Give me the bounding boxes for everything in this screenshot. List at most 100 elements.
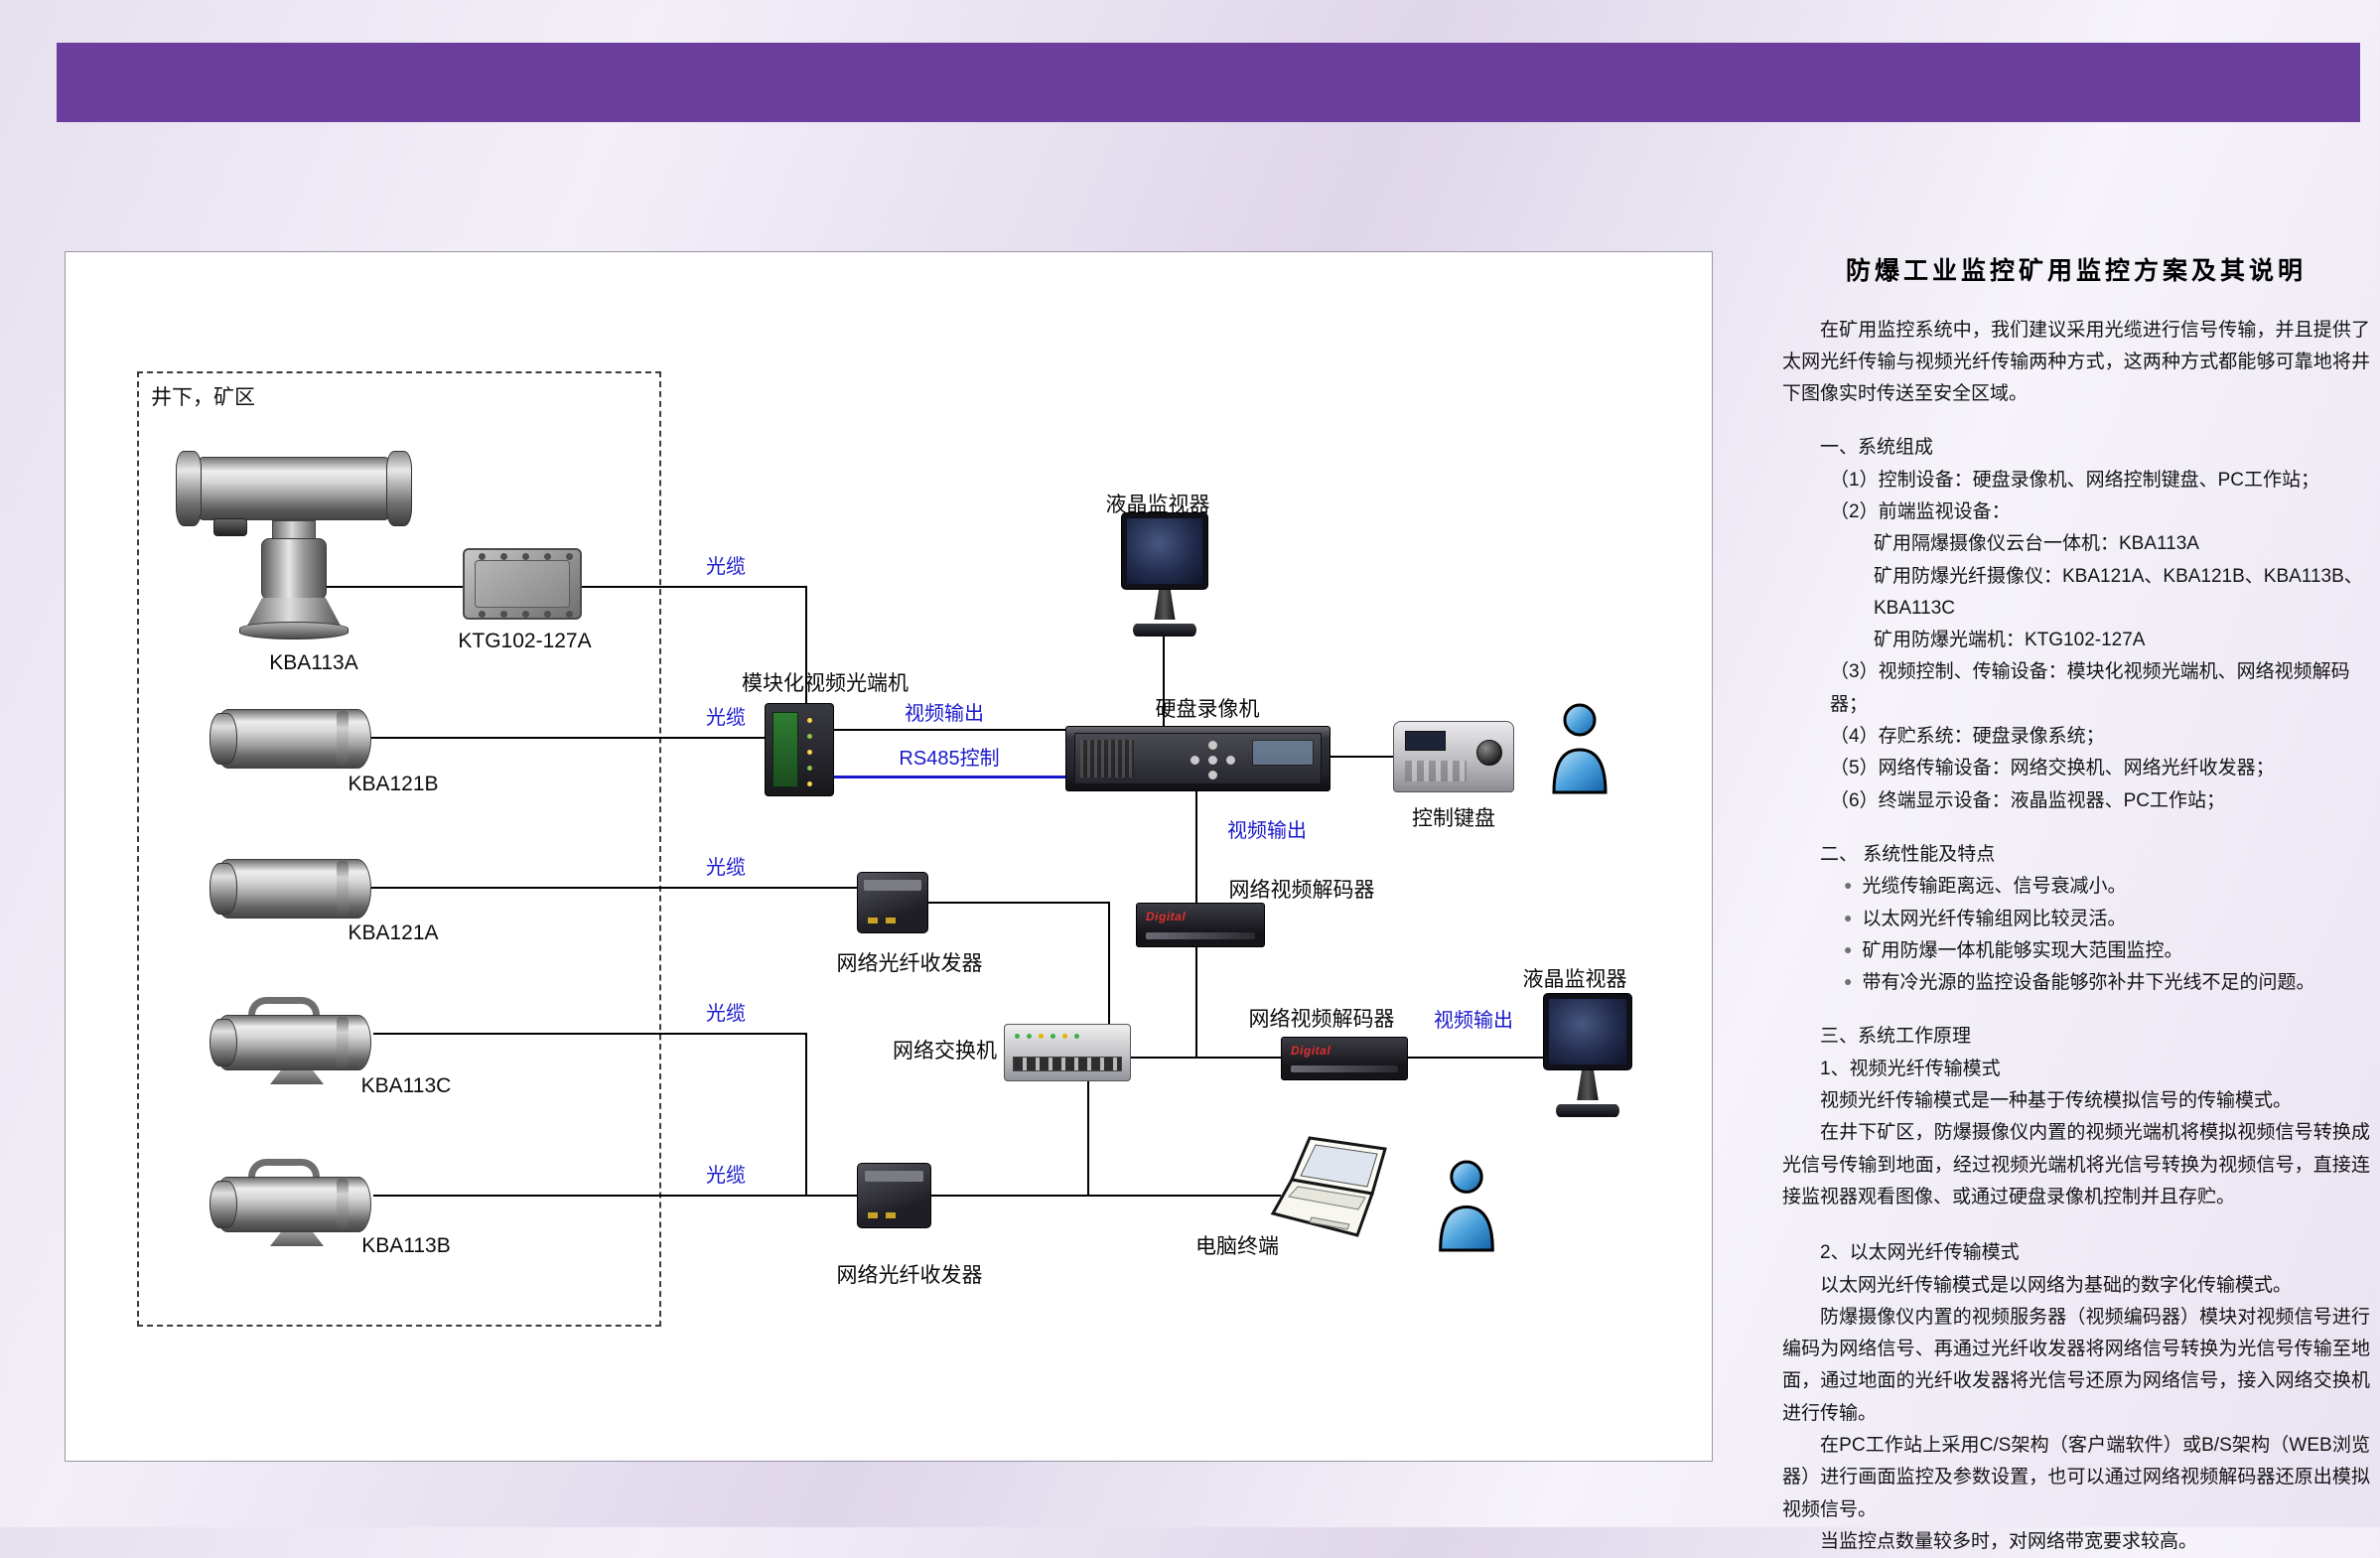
camera-body — [210, 1015, 371, 1070]
switch-leds — [1015, 1034, 1020, 1039]
wire-terminal-dvr-rs485 — [834, 776, 1065, 779]
monitor-frame — [1121, 512, 1208, 590]
doc-line: （3）视频控制、传输设备：模块化视频光端机、网络视频解码器； — [1830, 661, 2350, 715]
wire-monitor-dvr — [1163, 636, 1165, 726]
video-out-label-3: 视频输出 — [1434, 1010, 1513, 1032]
section2-title: 二、 系统性能及特点 — [1820, 843, 1996, 865]
doc-line: （1）控制设备：硬盘录像机、网络控制键盘、PC工作站； — [1830, 469, 2319, 491]
monitor-base — [1555, 1104, 1620, 1117]
ktg-label: KTG102-127A — [458, 630, 592, 652]
keyboard-label: 控制键盘 — [1412, 807, 1495, 830]
fiber-label-3: 光缆 — [706, 857, 746, 879]
fiber-transceiver-2 — [857, 1163, 931, 1228]
camera-mount — [270, 1232, 324, 1246]
header-bar — [57, 43, 2360, 122]
dvr-vents — [1080, 740, 1134, 778]
camera-body — [210, 1177, 371, 1232]
decoder-brand-text: Digital — [1291, 1044, 1331, 1058]
feature-bullet: 光缆传输距离远、信号衰减小。 — [1782, 871, 2370, 903]
doc-line: （5）网络传输设备：网络交换机、网络光纤收发器； — [1830, 758, 2275, 779]
mine-zone-label: 井下，矿区 — [151, 386, 255, 409]
monitor-base — [1133, 624, 1196, 637]
feature-bullet: 矿用防爆一体机能够实现大范围监控。 — [1782, 935, 2370, 967]
wire-trunk-terminal — [805, 586, 807, 703]
video-out-label-1: 视频输出 — [905, 703, 984, 725]
camera-body — [192, 457, 396, 520]
junction-cover — [475, 560, 570, 608]
doc-line: （6）终端显示设备：液晶监视器、PC工作站； — [1830, 789, 2225, 811]
wire-corner-down — [805, 1033, 807, 1196]
pc-terminal-label: 电脑终端 — [1195, 1235, 1279, 1258]
operator-person-icon — [1550, 701, 1610, 795]
doc-intro: 在矿用监控系统中，我们建议采用光缆进行信号传输，并且提供了太网光纤传输与视频光纤… — [1782, 319, 2370, 405]
camera-lens — [213, 518, 247, 536]
transceiver2-label: 网络光纤收发器 — [836, 1264, 983, 1287]
doc-paragraph: 在PC工作站上采用C/S架构（客户端软件）或B/S架构（WEB浏览器）进行画面监… — [1782, 1435, 2370, 1520]
camera-kba121b — [210, 709, 371, 769]
camera-bracket — [248, 1159, 320, 1187]
dvr-label: 硬盘录像机 — [1155, 698, 1260, 721]
doc-paragraph: 视频光纤传输模式是一种基于传统模拟信号的传输模式。 — [1820, 1090, 2293, 1112]
doc-paragraph: 防爆摄像仪内置的视频服务器（视频编码器）模块对视频信号进行编码为网络信号、再通过… — [1782, 1306, 2370, 1424]
user-person-icon — [1436, 1158, 1497, 1253]
transceiver1-label: 网络光纤收发器 — [836, 952, 983, 975]
feature-text: 以太网光纤传输组网比较灵活。 — [1862, 908, 2127, 929]
doc-title: 防爆工业监控矿用监控方案及其说明 — [1845, 257, 2307, 285]
decoder1-label: 网络视频解码器 — [1228, 879, 1375, 902]
fiber-label-1: 光缆 — [706, 556, 746, 578]
camera-end-cap — [176, 451, 202, 526]
camera-kba113b — [210, 1159, 377, 1246]
diagram-panel: 井下，矿区 光缆 光缆 光缆 光缆 光缆 视频输出 RS485控制 视频输出 视… — [65, 251, 1713, 1462]
camera-kba113c — [210, 997, 377, 1084]
doc-subheading: 2、以太网光纤传输模式 — [1820, 1242, 2020, 1264]
doc-line: 矿用隔爆摄像仪云台一体机：KBA113A — [1874, 533, 2199, 555]
lcd-monitor-right — [1543, 993, 1632, 1117]
decoder2-label: 网络视频解码器 — [1248, 1008, 1395, 1031]
hard-disk-recorder — [1065, 726, 1330, 791]
camera-kba113b-label: KBA113B — [361, 1234, 451, 1257]
doc-line: 矿用防爆光端机：KTG102-127A — [1874, 630, 2146, 651]
monitor-screen — [1127, 518, 1202, 584]
mine-zone-box — [137, 371, 661, 1327]
camera-kba121b-label: KBA121B — [348, 773, 439, 795]
wire-kba121b-terminal — [368, 737, 765, 739]
junction-bolts — [479, 553, 486, 560]
wire-decoder1-bus — [1195, 947, 1197, 1058]
keyboard-lcd — [1404, 731, 1446, 751]
fiber-transceiver-1 — [857, 872, 928, 933]
camera-kba121a — [210, 859, 371, 919]
terminal-leds — [807, 718, 812, 723]
decoder-brand-text: Digital — [1146, 910, 1187, 923]
feature-bullet: 带有冷光源的监控设备能够弥补井下光线不足的问题。 — [1782, 967, 2370, 999]
decoder-panel — [1291, 1065, 1398, 1072]
camera-base — [239, 622, 349, 639]
doc-line: （4）存贮系统：硬盘录像系统； — [1830, 726, 2105, 748]
feature-text: 矿用防爆一体机能够实现大范围监控。 — [1862, 939, 2183, 961]
doc-paragraph: 在井下矿区，防爆摄像仪内置的视频光端机将模拟视频信号转换成光信号传输到地面，经过… — [1782, 1122, 2370, 1207]
optical-terminal-ktg — [463, 548, 582, 620]
optical-terminal-label: 模块化视频光端机 — [742, 672, 909, 695]
wire-dvr-keyboard — [1330, 756, 1393, 758]
monitor-stand — [1577, 1070, 1599, 1100]
wire-corner-switch — [1108, 902, 1110, 1024]
wire-ktg-trunk — [582, 586, 807, 588]
network-video-decoder-2: Digital — [1281, 1037, 1408, 1080]
section3-title: 三、系统工作原理 — [1820, 1026, 1972, 1048]
camera-kba121a-label: KBA121A — [348, 921, 439, 944]
feature-text: 带有冷光源的监控设备能够弥补井下光线不足的问题。 — [1862, 972, 2315, 994]
wire-switch-laptopbus — [1087, 1081, 1089, 1196]
camera-neck — [272, 520, 316, 540]
dvr-buttons — [1190, 756, 1199, 766]
wire-kba113c-corner — [373, 1033, 807, 1035]
monitor-frame — [1543, 993, 1632, 1070]
camera-bracket — [248, 997, 320, 1025]
modular-video-optical-terminal — [765, 703, 834, 796]
dvr-display — [1252, 740, 1314, 766]
fiber-label-4: 光缆 — [706, 1003, 746, 1025]
network-video-decoder-1: Digital — [1136, 903, 1265, 947]
keyboard-joystick — [1476, 740, 1503, 767]
feature-text: 光缆传输距离远、信号衰减小。 — [1862, 876, 2127, 898]
switch-label: 网络交换机 — [893, 1040, 997, 1062]
doc-paragraph: 当监控点数量较多时，对网络带宽要求较高。 — [1820, 1530, 2198, 1552]
wire-kba113a-ktg — [326, 586, 463, 588]
